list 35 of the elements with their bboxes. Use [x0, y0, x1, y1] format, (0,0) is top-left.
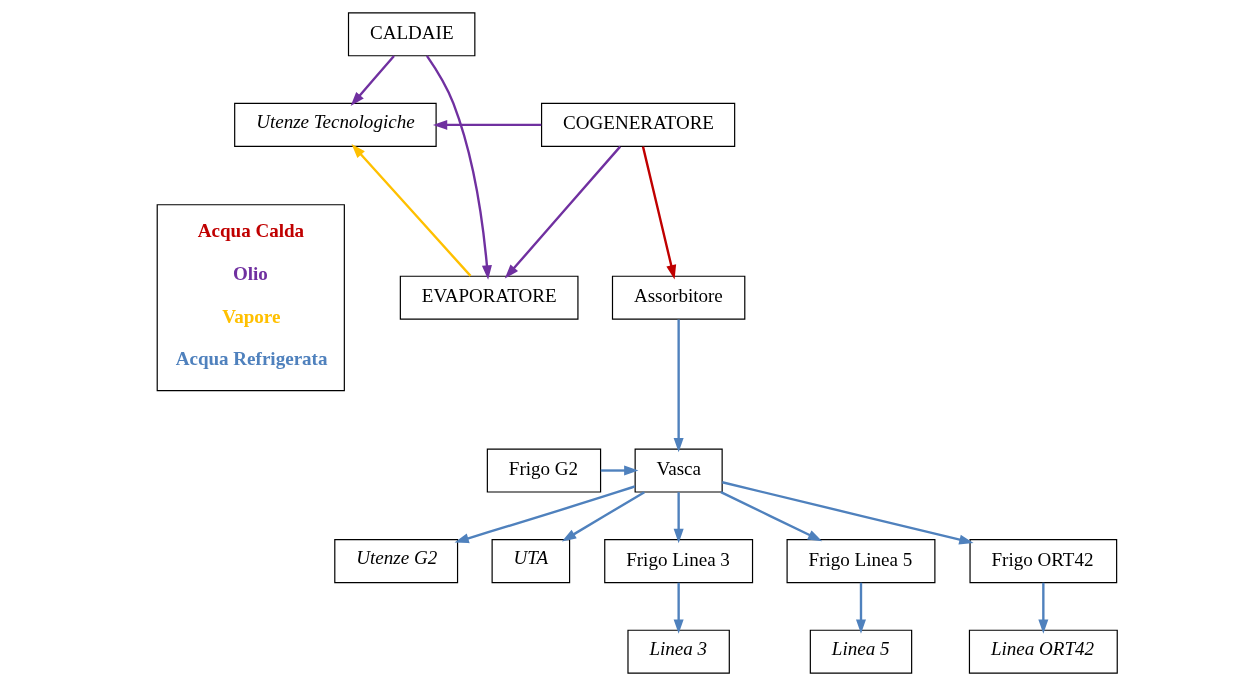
- legend-label: Acqua Calda: [197, 219, 305, 241]
- legend-label: Acqua Refrigerata: [175, 348, 328, 370]
- arrow: [1038, 582, 1049, 634]
- node-box: Linea 3: [627, 629, 730, 674]
- arrow: [600, 465, 639, 476]
- arrow: [454, 485, 636, 544]
- node-box: UTA: [491, 539, 571, 584]
- arrow: [720, 491, 823, 542]
- node-box: Linea 5: [809, 629, 913, 674]
- arrow: [351, 143, 472, 277]
- node-box: COGENERATORE: [541, 102, 736, 147]
- node-box: Frigo Linea 3: [604, 539, 754, 584]
- node-box: Linea ORT42: [968, 629, 1118, 674]
- legend-label: Olio: [232, 262, 268, 284]
- arrow: [855, 582, 866, 634]
- node-box: Vasca: [634, 448, 723, 493]
- node-box: Assorbitore: [611, 275, 746, 320]
- arrow: [561, 491, 645, 542]
- node-box: Frigo Linea 5: [786, 539, 936, 584]
- node-box: Utenze G2: [334, 539, 459, 584]
- arrow: [432, 119, 542, 130]
- node-box: Utenze Tecnologiche: [234, 102, 437, 147]
- arrow: [504, 145, 622, 279]
- arrow: [673, 492, 684, 544]
- arrow: [641, 146, 677, 280]
- arrow: [350, 55, 395, 107]
- arrow: [722, 481, 974, 545]
- node-box: Frigo ORT42: [969, 539, 1118, 584]
- arrow: [673, 319, 684, 453]
- node-box: CALDAIE: [347, 12, 476, 57]
- arrow: [425, 55, 492, 280]
- arrow: [673, 582, 684, 634]
- node-box: Frigo G2: [486, 448, 602, 493]
- legend-label: Vapore: [222, 305, 281, 327]
- node-box: EVAPORATORE: [399, 275, 579, 320]
